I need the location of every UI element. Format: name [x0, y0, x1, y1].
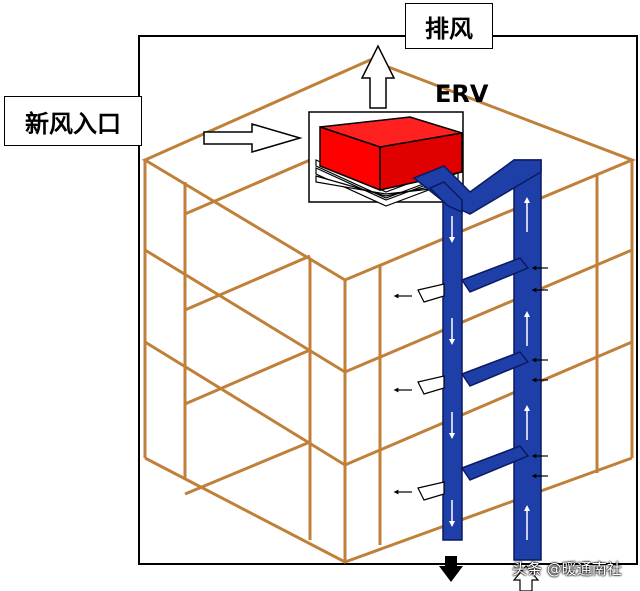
watermark: 头条 @暖通南社	[512, 560, 622, 578]
diffusers	[417, 283, 445, 501]
site-boundary	[138, 35, 638, 565]
airflow-arrows	[449, 197, 530, 540]
room-airflow-arrows	[393, 265, 548, 495]
up-arrow-icon	[512, 565, 540, 591]
exhaust-arrow-icon	[360, 44, 396, 109]
down-arrow-icon	[439, 556, 463, 582]
duct-system	[412, 159, 542, 561]
fresh-air-arrow-icon	[203, 123, 303, 153]
exhaust-label: 排风	[405, 3, 493, 49]
erv-label: ERV	[435, 80, 489, 108]
fresh-air-inlet-label: 新风入口	[4, 96, 142, 146]
